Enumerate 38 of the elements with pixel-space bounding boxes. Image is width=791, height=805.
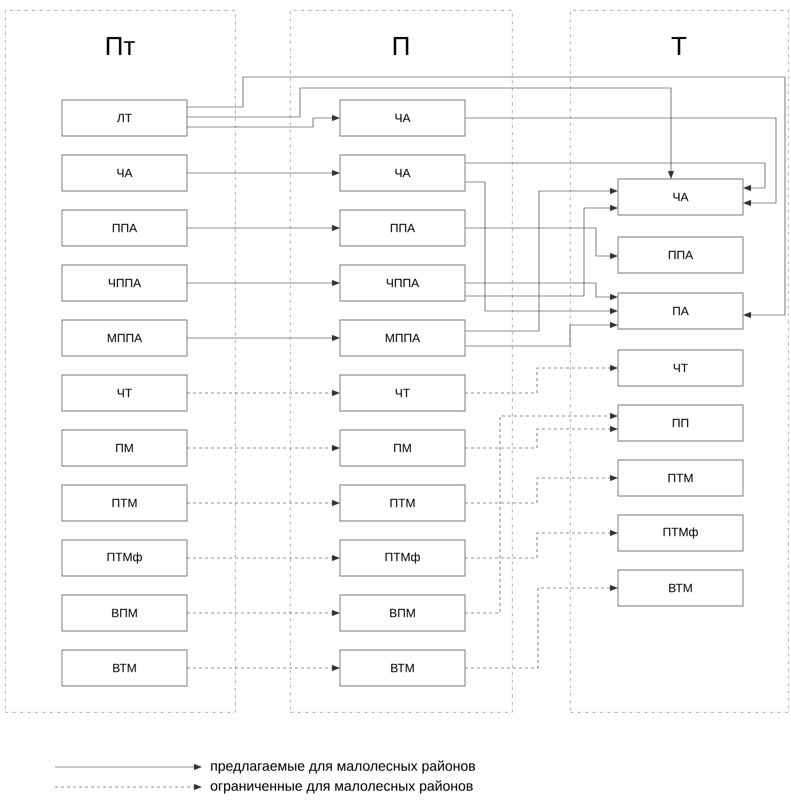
process-box: ВТМ [340, 650, 466, 686]
column-heading: П [394, 37, 408, 55]
process-box: ЧА [340, 100, 466, 136]
process-box: ЧТ [340, 374, 466, 412]
process-box: ВТМ [618, 570, 744, 606]
process-box: ПТМф [340, 540, 466, 576]
process-box: ЧТ [618, 350, 744, 386]
arrow [186, 76, 786, 318]
process-box: МППА [340, 320, 466, 356]
process-box: ПМ [62, 430, 188, 466]
process-box: ПТМ [340, 484, 466, 522]
process-box: ППА [340, 210, 466, 246]
process-box: ЧА [618, 178, 744, 216]
process-box: ППА [62, 210, 188, 246]
process-box: ПМ [340, 430, 466, 466]
process-box: ЧА [62, 154, 188, 192]
process-box: ЧППА [340, 264, 466, 302]
process-box: ПТМ [618, 460, 744, 496]
legend-text: ограниченные для малолесных районов [210, 780, 473, 794]
column-heading: Т [672, 37, 686, 55]
process-box: ЛТ [62, 100, 188, 136]
process-box: ВПМ [340, 594, 466, 632]
process-box: ПТМф [618, 514, 744, 552]
arrow [464, 118, 776, 206]
process-box: ПА [618, 292, 744, 330]
column-heading: Пт [106, 37, 135, 55]
process-box: ППА [618, 236, 744, 274]
process-box: ВПМ [62, 594, 188, 632]
process-box: ЧППА [62, 264, 188, 302]
arrow [464, 162, 766, 192]
process-box: ВТМ [62, 650, 188, 686]
process-box: ПТМф [62, 540, 188, 576]
process-box: ПТМ [62, 484, 188, 522]
process-box: ПП [618, 404, 744, 442]
process-box: ЧТ [62, 374, 188, 412]
process-box: МППА [62, 320, 188, 356]
process-box: ЧА [340, 154, 466, 192]
legend-text: предлагаемые для малолесных районов [211, 760, 476, 774]
